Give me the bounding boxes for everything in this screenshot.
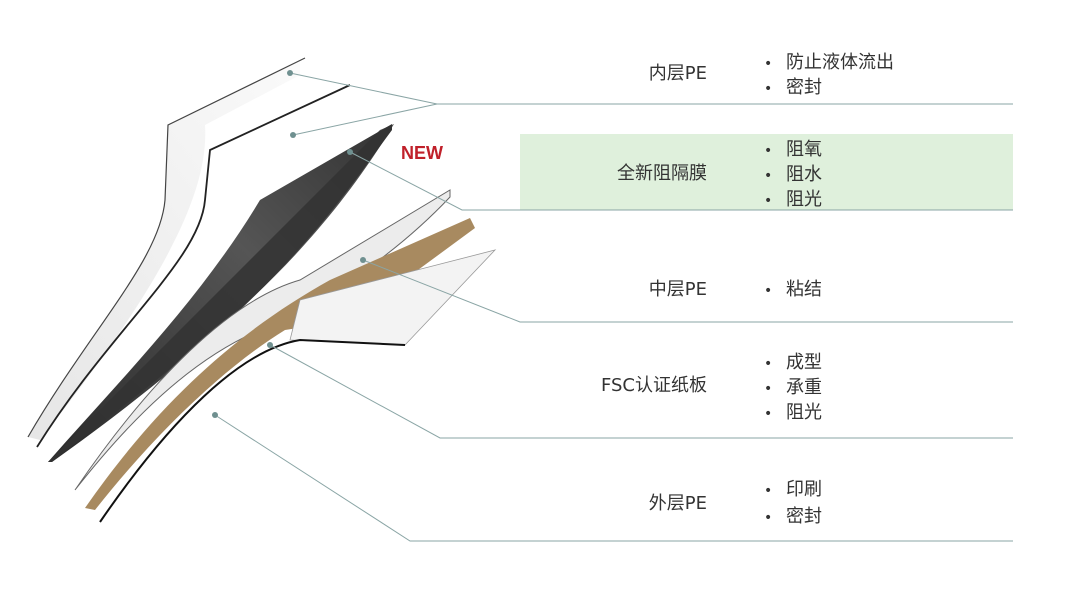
feature-item: •阻光 <box>764 189 822 210</box>
layer-label-fsc-paperboard: FSC认证纸板 <box>600 375 707 396</box>
inner-pe-edge-2 <box>36 84 351 448</box>
middle-pe-sheet <box>74 189 451 491</box>
feature-item: •承重 <box>764 377 822 398</box>
leader-barrier <box>349 151 1013 211</box>
feature-item: •印刷 <box>764 479 822 500</box>
outer-pe-edge <box>99 338 406 523</box>
leader-middle-pe <box>362 259 1013 323</box>
leader-inner-pe-b <box>292 103 438 136</box>
layer-label-barrier-film: 全新阻隔膜 <box>617 163 707 184</box>
layer-label-inner-pe: 内层PE <box>648 63 707 84</box>
feature-item: •阻光 <box>764 402 822 423</box>
inner-pe-edge-1 <box>27 57 306 438</box>
barrier-highlight-box <box>520 134 1013 210</box>
feature-item: •阻水 <box>764 164 822 185</box>
inner-pe-sheet-back <box>28 60 300 440</box>
feature-item: •粘结 <box>764 279 822 300</box>
leader-outer-pe <box>214 414 1013 542</box>
feature-item: •密封 <box>764 77 822 98</box>
feature-item: •阻氧 <box>764 139 822 160</box>
leader-fsc <box>269 344 1013 439</box>
layer-label-middle-pe: 中层PE <box>648 279 707 300</box>
feature-item: •密封 <box>764 506 822 527</box>
feature-item: •防止液体流出 <box>764 52 894 73</box>
new-badge: NEW <box>401 143 443 163</box>
layer-label-outer-pe: 外层PE <box>648 493 707 514</box>
feature-item: •成型 <box>764 352 822 373</box>
